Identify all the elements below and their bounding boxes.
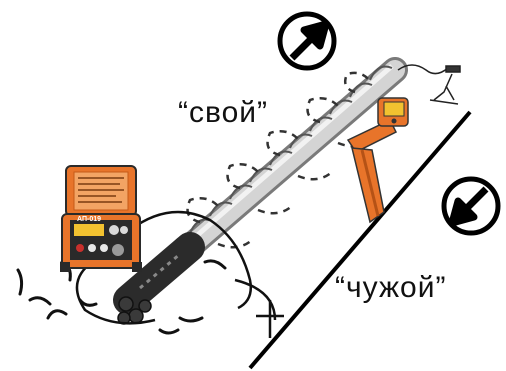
headphones-probe: [397, 64, 461, 105]
separator-line: [248, 110, 472, 370]
label-own: “свой”: [178, 96, 269, 129]
generator-brand: АП-019: [77, 216, 101, 223]
magnetic-field-lines: [186, 71, 373, 249]
arrow-down-left-icon: [441, 176, 501, 236]
arrow-up-right-icon: [277, 11, 337, 71]
locator-receiver: [346, 97, 409, 224]
generator-device: [60, 165, 142, 272]
ground-scribbles: [16, 259, 227, 335]
cable: [113, 57, 408, 325]
generator-wire: [75, 210, 284, 338]
label-foreign: “чужой”: [335, 271, 447, 304]
